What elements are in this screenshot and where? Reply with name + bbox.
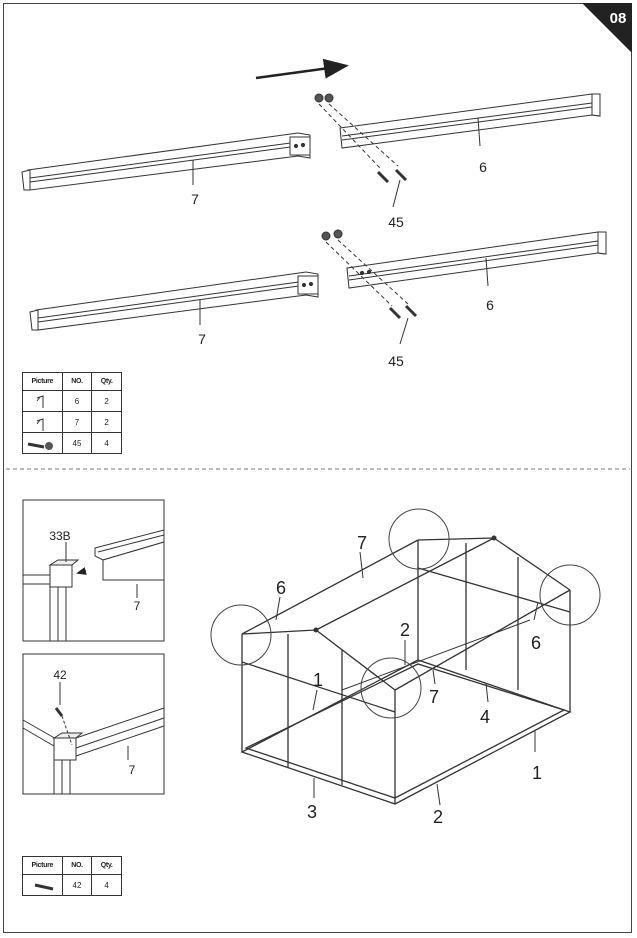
label-detail-1-beam: 7 [134, 599, 141, 613]
table-row: 45 4 [22, 432, 122, 454]
table-a-row-1-no: 6 [61, 390, 93, 412]
table-a-header-picture: Picture [22, 372, 63, 391]
direction-arrow [255, 58, 349, 80]
label-base-2: 2 [433, 807, 443, 827]
table-a-row-1-qty: 2 [91, 390, 122, 412]
highlight-circle-center [360, 657, 422, 719]
label-base-3: 3 [307, 802, 317, 822]
table-b-header-qty: Qty. [91, 856, 122, 875]
table-a-header-qty: Qty. [91, 372, 122, 391]
leader-45-bottom [399, 317, 409, 345]
highlight-circle-left [210, 604, 272, 666]
table-row: 6 2 [22, 390, 122, 412]
leader-6-bottom [485, 257, 489, 287]
label-beam-7-bottom: 7 [198, 331, 206, 347]
bolt-45-bottom [321, 229, 418, 320]
detail-box-2 [22, 653, 165, 795]
table-a-row-3-qty: 4 [91, 432, 122, 454]
page-number-badge: 08 [582, 3, 632, 53]
beam-6-top [339, 93, 601, 149]
screw-42-icon [54, 707, 64, 717]
label-base-4: 4 [480, 707, 490, 727]
beam-7-top [21, 132, 311, 191]
label-screw-42: 42 [53, 668, 67, 682]
label-stud-1: 1 [313, 670, 323, 690]
label-bolt-45-bottom: 45 [388, 353, 404, 369]
table-a-header-no: NO. [61, 372, 93, 391]
label-beam-6-top: 6 [479, 159, 487, 175]
detail-2-drawing [22, 707, 165, 794]
label-base-1: 1 [532, 763, 542, 783]
ridge-cap-back [491, 535, 497, 541]
label-eave-6-left: 6 [276, 578, 286, 598]
page-frame [3, 3, 632, 933]
table-a-row-2-qty: 2 [91, 411, 122, 433]
highlight-circle-right [539, 564, 601, 626]
label-eave-6-right: 6 [531, 633, 541, 653]
table-a-row-3-no: 45 [61, 432, 93, 454]
highlight-circle-top [388, 508, 450, 570]
label-beam-7-top: 7 [191, 191, 199, 207]
beam-6-bottom [346, 231, 607, 289]
bolt-45-top [314, 93, 408, 184]
label-rafter-2: 2 [400, 620, 410, 640]
label-detail-2-beam: 7 [129, 763, 136, 777]
parts-table-a: Picture NO. Qty. 6 2 7 2 45 4 [22, 372, 122, 454]
table-b-row-1-qty: 4 [91, 874, 122, 896]
ridge-cap-front [313, 627, 319, 633]
beam-7-bottom [29, 271, 319, 331]
table-b-row-1-no: 42 [61, 874, 93, 896]
table-row: 7 2 [22, 411, 122, 433]
label-beam-6-bottom: 6 [486, 297, 494, 313]
table-b-header-picture: Picture [22, 856, 63, 875]
detail-1-drawing [23, 529, 165, 641]
label-33b: 33B [49, 529, 70, 543]
page-number: 08 [610, 10, 627, 27]
table-a-row-2-no: 7 [61, 411, 93, 433]
label-bolt-45-top: 45 [388, 214, 404, 230]
label-mid-7: 7 [429, 687, 439, 707]
label-ridge-7: 7 [357, 533, 367, 553]
leader-45-top [392, 179, 401, 208]
table-row: 42 4 [22, 874, 122, 896]
leader-6-top [477, 117, 481, 147]
parts-table-b: Picture NO. Qty. 42 4 [22, 856, 122, 896]
greenhouse-frame [240, 537, 572, 805]
table-b-header-no: NO. [61, 856, 93, 875]
